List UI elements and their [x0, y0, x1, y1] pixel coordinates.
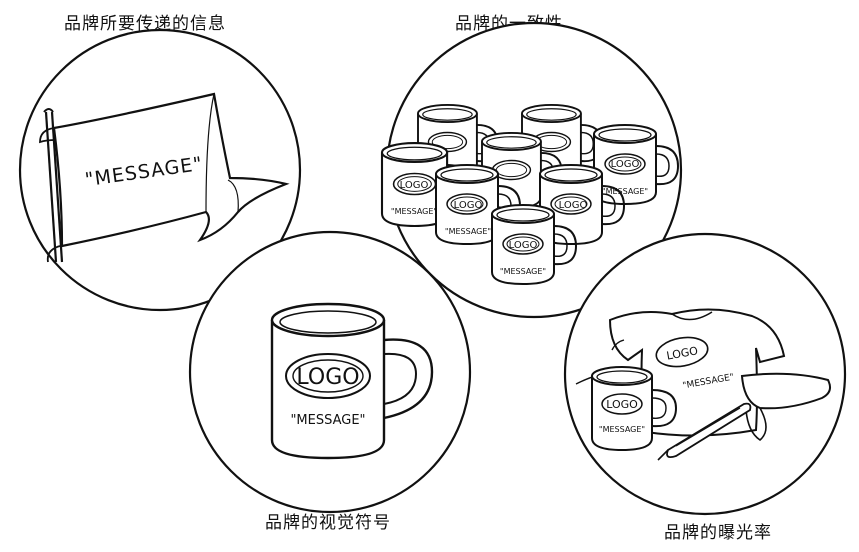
logo-label: LOGO — [611, 159, 640, 170]
small-mug-logo: LOGO — [606, 398, 638, 411]
large-mug: LOGO "MESSAGE" — [270, 302, 434, 460]
logo-label: LOGO — [559, 200, 588, 211]
caption-brand-message: 品牌所要传递的信息 — [64, 14, 226, 34]
large-mug-message: "MESSAGE" — [290, 413, 365, 428]
small-mug: LOGO "MESSAGE" — [591, 366, 678, 452]
logo-label: LOGO — [454, 200, 483, 211]
caption-brand-exposure: 品牌的曝光率 — [664, 523, 772, 543]
visual-symbol-circle: LOGO "MESSAGE" — [188, 230, 472, 514]
mug-message-label: "MESSAGE" — [445, 227, 491, 236]
pen — [666, 402, 752, 459]
caption-brand-visual-symbol: 品牌的视觉符号 — [265, 513, 391, 533]
exposure-circle: LOGO "MESSAGE" LOGO "MESSAGE" — [563, 232, 847, 516]
flag-pole — [43, 108, 64, 263]
cap — [740, 372, 831, 410]
shirt-logo: LOGO — [666, 344, 700, 362]
message-circle: "MESSAGE" — [18, 28, 302, 312]
small-mug-message: "MESSAGE" — [599, 425, 645, 434]
mug-message-label: "MESSAGE" — [391, 207, 437, 216]
mug-message-label: "MESSAGE" — [602, 187, 648, 196]
large-mug-logo: LOGO — [296, 365, 359, 390]
consistency-circle: LOGO LOGO LOGO LOGO LOGO "MESSAGE" "MESS… — [380, 21, 683, 319]
logo-label: LOGO — [509, 240, 538, 251]
mug-message-label: "MESSAGE" — [500, 267, 546, 276]
logo-label: LOGO — [400, 180, 429, 191]
